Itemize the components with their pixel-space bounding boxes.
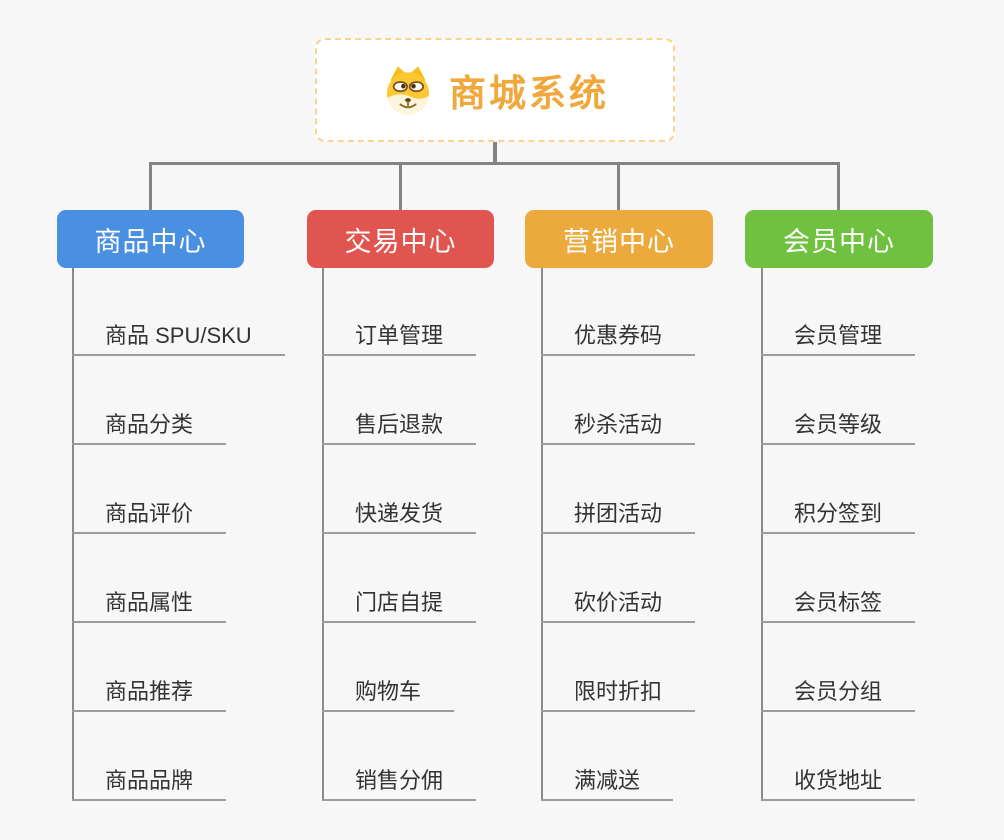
leaf-item-product-brand[interactable]: 商品品牌	[72, 767, 227, 801]
leaf-item-coupon-code[interactable]: 优惠券码	[541, 322, 696, 356]
leaf-item-member-management[interactable]: 会员管理	[761, 322, 916, 356]
leaf-item-product-category[interactable]: 商品分类	[72, 411, 227, 445]
leaf-item-spend-and-save[interactable]: 满减送	[541, 767, 674, 801]
doge-icon	[386, 66, 430, 115]
connector-drop-marketing	[617, 164, 620, 210]
connector-drop-product	[149, 164, 152, 210]
leaf-item-sales-commission[interactable]: 销售分佣	[322, 767, 477, 801]
leaf-item-flash-sale[interactable]: 秒杀活动	[541, 411, 696, 445]
leaf-item-product-review[interactable]: 商品评价	[72, 500, 227, 534]
leaf-item-bargain-activity[interactable]: 砍价活动	[541, 589, 696, 623]
connector-drop-member	[837, 164, 840, 210]
connector-trunk	[149, 162, 840, 165]
leaf-item-member-level[interactable]: 会员等级	[761, 411, 916, 445]
root-title: 商城系统	[449, 73, 609, 114]
column-line-marketing	[541, 268, 543, 801]
leaf-item-group-buy[interactable]: 拼团活动	[541, 500, 696, 534]
leaf-item-points-checkin[interactable]: 积分签到	[761, 500, 916, 534]
connector-root-stub	[493, 142, 497, 164]
leaf-item-shipping-address[interactable]: 收货地址	[761, 767, 916, 801]
connector-drop-trade	[399, 164, 402, 210]
leaf-item-product-recommend[interactable]: 商品推荐	[72, 678, 227, 712]
leaf-item-member-tag[interactable]: 会员标签	[761, 589, 916, 623]
leaf-item-aftersale-refund[interactable]: 售后退款	[322, 411, 477, 445]
column-line-trade	[322, 268, 324, 801]
root-node[interactable]: 商城系统	[315, 38, 675, 142]
leaf-item-product-spu-sku[interactable]: 商品 SPU/SKU	[72, 322, 285, 356]
branch-node-member-center[interactable]: 会员中心	[745, 210, 933, 268]
column-line-member	[761, 268, 763, 801]
leaf-item-store-pickup[interactable]: 门店自提	[322, 589, 477, 623]
leaf-item-express-delivery[interactable]: 快递发货	[322, 500, 477, 534]
branch-node-marketing-center[interactable]: 营销中心	[525, 210, 713, 268]
branch-node-trade-center[interactable]: 交易中心	[307, 210, 494, 268]
leaf-item-shopping-cart[interactable]: 购物车	[322, 678, 455, 712]
leaf-item-product-attribute[interactable]: 商品属性	[72, 589, 227, 623]
leaf-item-order-management[interactable]: 订单管理	[322, 322, 477, 356]
leaf-item-limited-time-discount[interactable]: 限时折扣	[541, 678, 696, 712]
branch-node-product-center[interactable]: 商品中心	[57, 210, 244, 268]
leaf-item-member-group[interactable]: 会员分组	[761, 678, 916, 712]
column-line-product	[72, 268, 74, 801]
